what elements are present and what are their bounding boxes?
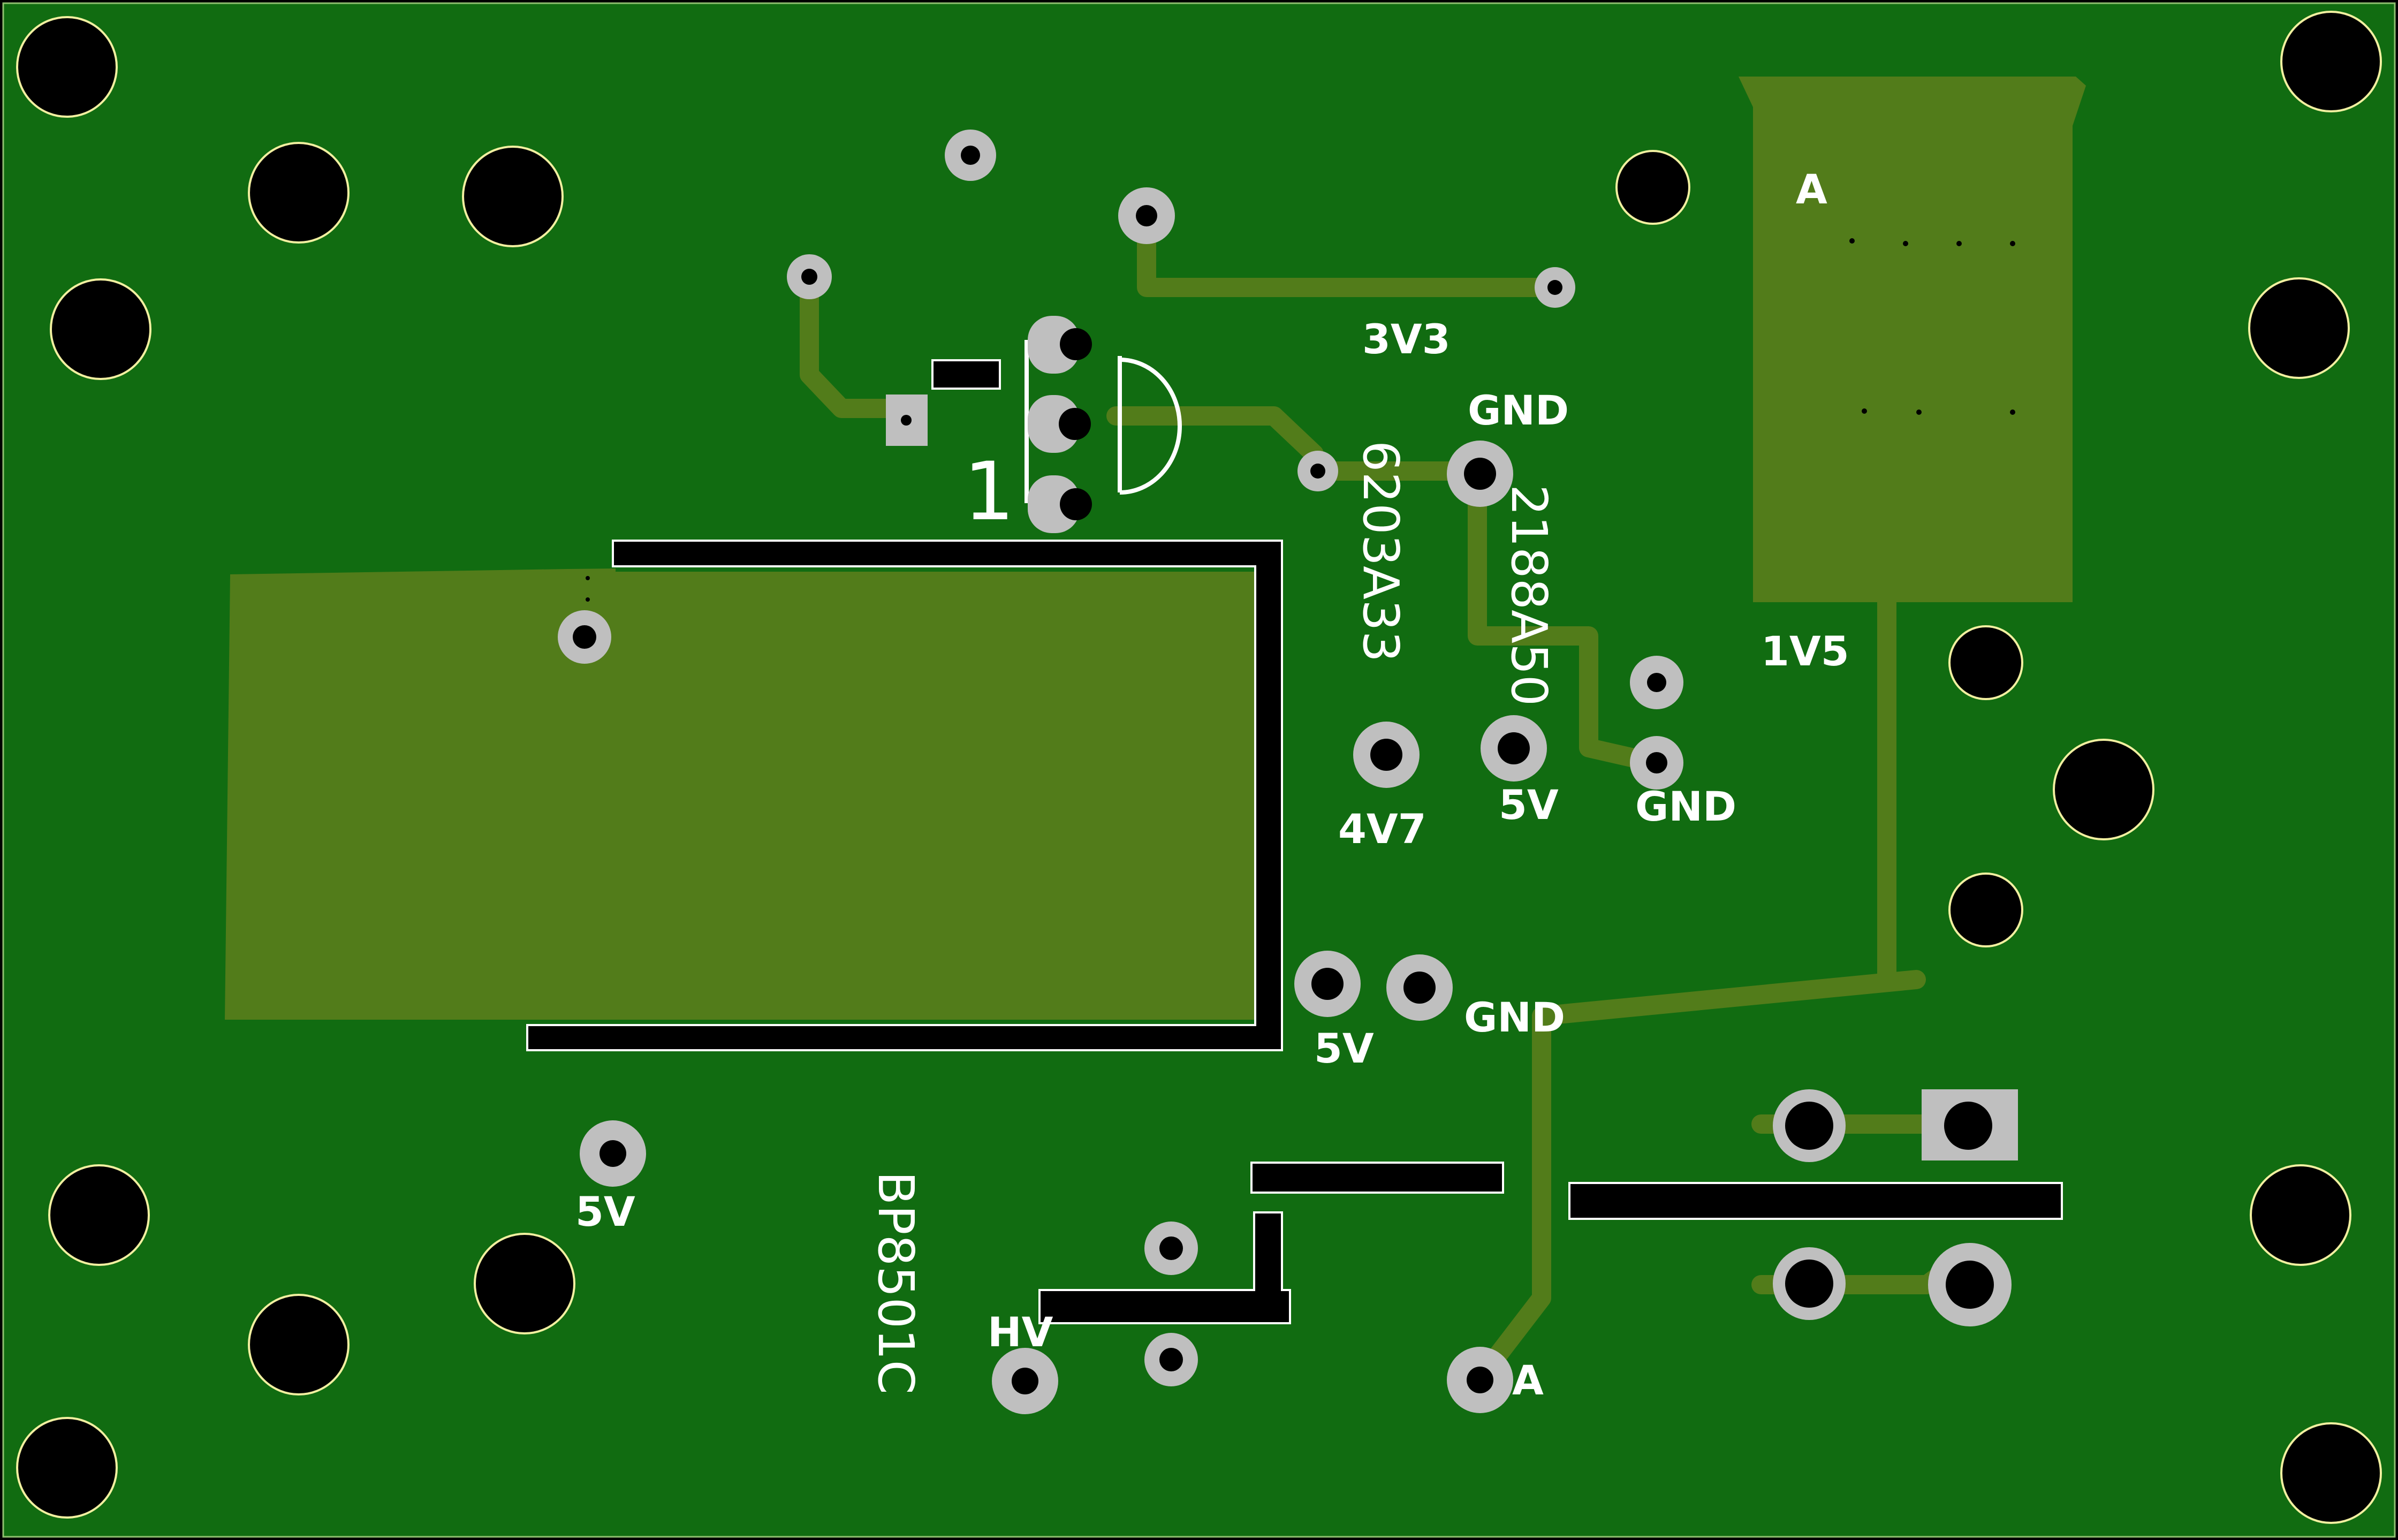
mounting-hole [2280, 1422, 2382, 1524]
mounting-hole [1948, 873, 2023, 947]
label-1v5: 1V5 [1761, 627, 1849, 675]
component-outline [1250, 1162, 1504, 1194]
mounting-holes [16, 11, 2382, 1524]
mounting-hole [2248, 277, 2350, 379]
label-pin1: 1 [963, 445, 1014, 538]
label-6203a33: 6203A33 [1352, 441, 1409, 662]
mounting-hole [474, 1233, 575, 1334]
mounting-hole [248, 1294, 350, 1395]
transistor-pads [1028, 316, 1092, 533]
mounting-hole [1615, 150, 1690, 225]
copper-pour-right [1739, 77, 2086, 602]
mounting-hole [462, 146, 564, 247]
transistor-outline [1025, 340, 1182, 503]
pad [1028, 475, 1080, 533]
label-hv: HV [988, 1308, 1053, 1356]
component-outline [931, 359, 1001, 390]
label-a-top: A [1796, 165, 1827, 213]
component-outline [1038, 1211, 1291, 1324]
label-2188a50: 2188A50 [1500, 484, 1558, 706]
component-outlines [526, 359, 2063, 1324]
pad [1028, 316, 1080, 374]
pad [1028, 395, 1080, 453]
label-gnd-mid: GND [1635, 783, 1736, 830]
mounting-hole [16, 16, 118, 118]
copper-pour-left [225, 568, 1258, 1020]
mounting-hole [48, 1164, 150, 1266]
label-gnd-top: GND [1468, 386, 1569, 434]
mounting-hole [16, 1417, 118, 1519]
mounting-hole [50, 278, 151, 380]
label-3v3: 3V3 [1362, 315, 1451, 363]
mounting-hole [1948, 625, 2023, 700]
label-bp8501c: BP8501C [867, 1171, 924, 1394]
label-5v-lower: 5V [1314, 1025, 1374, 1072]
label-gnd-lower: GND [1464, 993, 1565, 1041]
label-4v7: 4V7 [1338, 805, 1426, 853]
vias [586, 238, 2015, 602]
label-5v-mid: 5V [1499, 781, 1559, 829]
mounting-hole [248, 142, 350, 244]
component-outline [1568, 1182, 2063, 1220]
drill-holes [573, 146, 1994, 1394]
module-outline [526, 540, 1283, 1051]
mounting-hole [2250, 1164, 2351, 1266]
mounting-hole [2280, 11, 2382, 112]
label-a-bottom: A [1512, 1356, 1544, 1404]
mounting-hole [2053, 739, 2154, 840]
label-5v-left: 5V [575, 1188, 635, 1235]
